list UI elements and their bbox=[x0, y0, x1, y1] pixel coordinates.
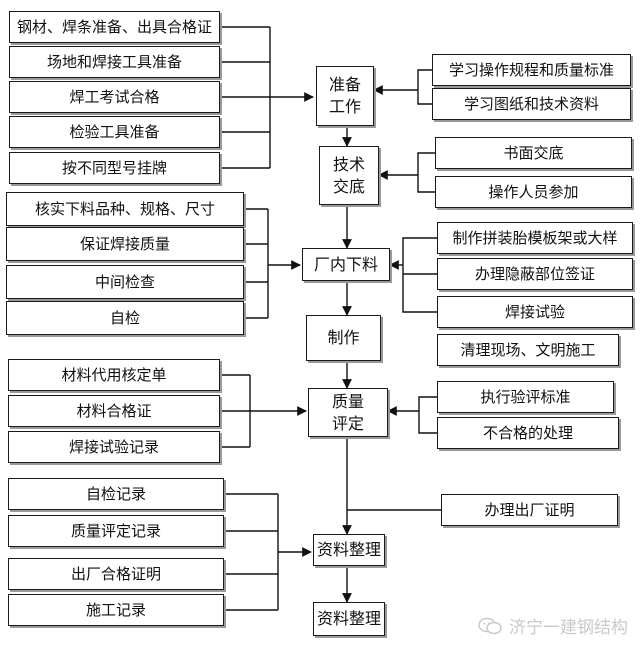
left-box-inspection-tools: 检验工具准备 bbox=[9, 116, 220, 148]
wechat-icon bbox=[478, 617, 502, 634]
left-box-material-certificate: 材料合格证 bbox=[8, 395, 220, 427]
left-box-steel-prep: 钢材、焊条准备、出具合格证 bbox=[9, 11, 220, 43]
left-box-quality-eval-record: 质量评定记录 bbox=[8, 515, 224, 547]
right-box-evaluation-standard: 执行验评标准 bbox=[437, 381, 614, 413]
center-box-documentation-1: 资料整理 bbox=[313, 534, 385, 566]
right-box-operator-attendance: 操作人员参加 bbox=[435, 176, 632, 208]
center-box-fabrication: 制作 bbox=[306, 315, 381, 361]
right-box-written-briefing: 书面交底 bbox=[435, 137, 632, 169]
right-box-site-cleanup: 清理现场、文明施工 bbox=[437, 334, 619, 366]
left-box-site-tools: 场地和焊接工具准备 bbox=[9, 46, 220, 78]
center-box-factory-cutting: 厂内下料 bbox=[302, 248, 390, 281]
left-box-self-check-record: 自检记录 bbox=[8, 478, 224, 510]
left-box-material-substitution: 材料代用核定单 bbox=[8, 359, 220, 391]
left-box-weld-quality: 保证焊接质量 bbox=[6, 227, 244, 261]
right-box-concealed-signoff: 办理隐蔽部位签证 bbox=[437, 258, 633, 290]
watermark-text: 济宁一建钢结构 bbox=[509, 618, 628, 638]
left-box-construction-record: 施工记录 bbox=[8, 594, 224, 626]
right-box-nonconformity: 不合格的处理 bbox=[437, 417, 619, 449]
right-box-jig-template: 制作拼装胎模板架或大样 bbox=[437, 222, 633, 254]
left-box-welder-exam: 焊工考试合格 bbox=[9, 81, 220, 113]
center-box-preparation: 准备 工作 bbox=[316, 66, 374, 126]
watermark: 济宁一建钢结构 bbox=[477, 613, 628, 638]
center-box-technical-briefing: 技术 交底 bbox=[319, 146, 379, 205]
right-box-factory-proof: 办理出厂证明 bbox=[441, 494, 618, 526]
left-box-self-check: 自检 bbox=[6, 301, 244, 335]
left-box-model-tags: 按不同型号挂牌 bbox=[9, 152, 220, 184]
right-box-weld-test: 焊接试验 bbox=[437, 296, 633, 328]
left-box-verify-cutting: 核实下料品种、规格、尺寸 bbox=[6, 192, 244, 226]
left-box-factory-certificate: 出厂合格证明 bbox=[8, 558, 224, 590]
center-box-quality-evaluation: 质量 评定 bbox=[308, 388, 388, 437]
left-box-mid-inspection: 中间检查 bbox=[6, 265, 244, 299]
center-box-documentation-2: 资料整理 bbox=[313, 602, 385, 636]
right-box-learn-drawings: 学习图纸和技术资料 bbox=[432, 88, 631, 120]
right-box-learn-procedures: 学习操作规程和质量标准 bbox=[432, 54, 631, 86]
left-box-weld-test-record: 焊接试验记录 bbox=[8, 431, 220, 463]
